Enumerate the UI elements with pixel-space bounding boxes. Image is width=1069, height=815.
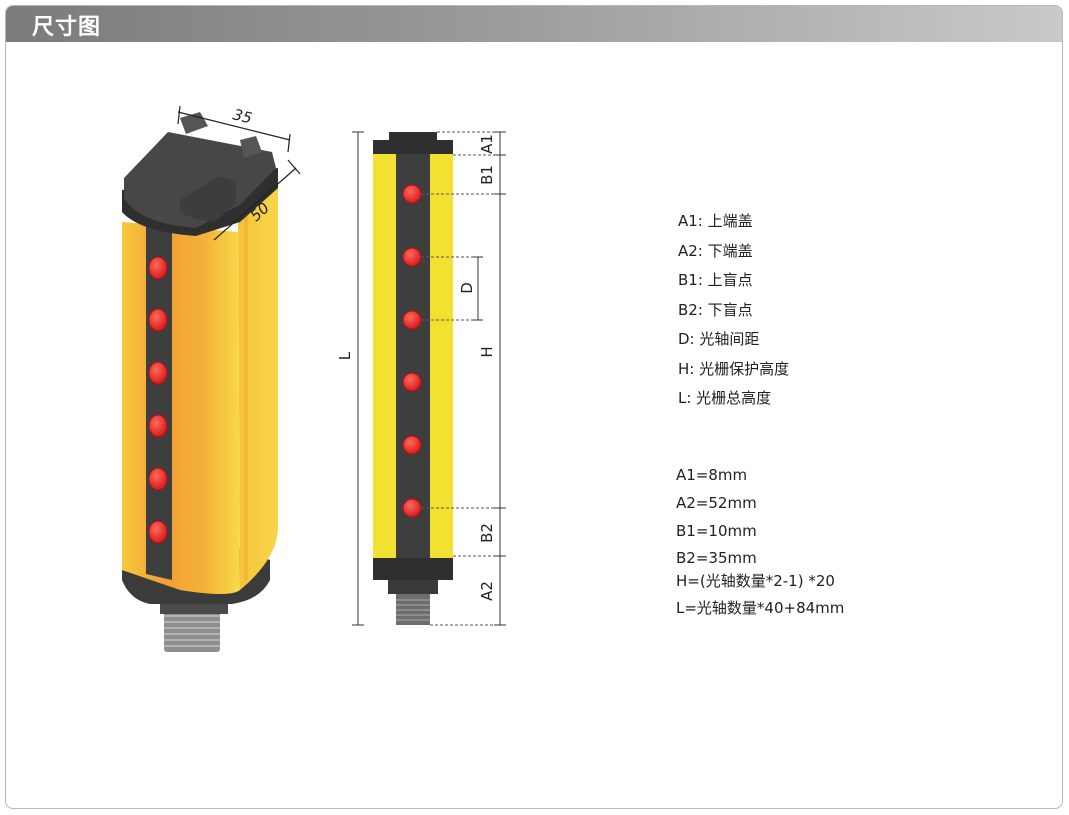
section-header: 尺寸图 xyxy=(6,6,1062,42)
legend-item: A1: 上端盖 xyxy=(678,212,753,230)
front-h-label: H xyxy=(478,346,496,357)
legend-item: L: 光栅总高度 xyxy=(678,389,772,407)
front-bottom-cap xyxy=(373,558,453,580)
legend-item: D: 光轴间距 xyxy=(678,330,760,348)
iso-lenses xyxy=(148,256,168,544)
iso-top-cap xyxy=(122,112,278,236)
extension-lines xyxy=(421,131,502,626)
front-a2-label: A2 xyxy=(478,581,496,601)
front-d-dimension xyxy=(473,256,483,321)
legend-item: H: 光栅保护高度 xyxy=(678,359,790,378)
front-d-label: D xyxy=(458,282,476,294)
iso-width-dimension xyxy=(177,105,291,153)
legend-list: A1: 上端盖 A2: 下端盖 B1: 上盲点 B2: 下盲点 D: 光轴间距 … xyxy=(678,211,789,418)
iso-width-label: 35 xyxy=(231,105,254,127)
front-b1-label: B1 xyxy=(478,165,496,185)
isometric-view: 35 50 xyxy=(122,105,301,652)
front-lens-strip xyxy=(396,154,430,558)
formula-item: H=(光轴数量*2-1) *20 xyxy=(676,572,835,590)
iso-connector xyxy=(160,596,228,652)
formula-item: L=光轴数量*40+84mm xyxy=(676,599,845,617)
front-b2-label: B2 xyxy=(478,523,496,543)
front-lenses xyxy=(402,184,422,518)
formula-item: A2=52mm xyxy=(676,494,757,512)
iso-front-face xyxy=(122,222,240,594)
formula-list: A1=8mm A2=52mm B1=10mm B2=35mm H=(光轴数量*2… xyxy=(676,465,844,620)
formula-item: B1=10mm xyxy=(676,522,757,540)
front-right-dimension xyxy=(494,131,506,626)
formula-item: B2=35mm xyxy=(676,549,757,567)
legend-item: B1: 上盲点 xyxy=(678,271,753,289)
front-l-dimension xyxy=(352,131,364,626)
front-top-cap xyxy=(373,140,453,154)
section-title: 尺寸图 xyxy=(32,15,102,40)
front-view: L A1 B1 D xyxy=(336,131,506,626)
front-l-label: L xyxy=(336,351,354,360)
legend-item: B2: 下盲点 xyxy=(678,300,753,319)
legend-item: A2: 下端盖 xyxy=(678,241,753,260)
formula-item: A1=8mm xyxy=(676,466,748,484)
iso-depth-dimension xyxy=(213,159,301,241)
front-a1-label: A1 xyxy=(478,134,496,154)
